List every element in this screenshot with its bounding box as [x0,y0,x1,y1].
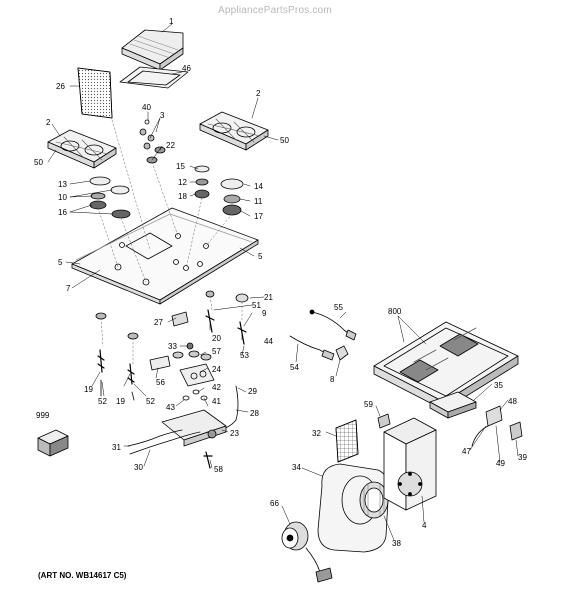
callout-22: 22 [166,141,175,150]
callout-66: 66 [270,499,279,508]
callout-800: 800 [388,307,402,316]
callout-999: 999 [36,411,50,420]
callout-30: 30 [134,463,143,472]
callout-4: 4 [422,521,427,530]
literature-box-part [37,429,69,457]
right-burner-part [194,165,244,216]
callout-23: 23 [230,429,239,438]
callout-55: 55 [334,303,343,312]
callout-50: 50 [34,158,43,167]
callout-13: 13 [58,180,67,189]
motor-part [281,521,333,583]
callout-2: 2 [256,89,261,98]
cooktop-panel-part [71,207,259,305]
callout-15: 15 [176,162,185,171]
callout-18: 18 [178,192,187,201]
duct-part [383,417,437,511]
callout-5: 5 [58,258,63,267]
callout-27: 27 [154,318,163,327]
callout-33: 33 [168,342,177,351]
callout-5: 5 [258,252,263,261]
callout-9: 9 [262,309,267,318]
callout-21: 21 [264,293,273,302]
callout-26: 26 [56,82,65,91]
art-number: (ART NO. WB14617 C5) [38,571,127,580]
callout-16: 16 [58,208,67,217]
callout-52: 52 [146,397,155,406]
callout-24: 24 [212,365,221,374]
callout-17: 17 [254,212,263,221]
callout-14: 14 [254,182,263,191]
callout-54: 54 [290,363,299,372]
callout-38: 38 [392,539,401,548]
top-cover-part [121,29,184,71]
left-burner-part [89,176,131,219]
callout-11: 11 [254,197,263,206]
callout-35: 35 [494,381,503,390]
gas-manifold-part [127,385,239,469]
callout-46: 46 [182,64,191,73]
callout-51: 51 [252,301,261,310]
callout-42: 42 [212,383,221,392]
callout-50: 50 [280,136,289,145]
callout-10: 10 [58,193,67,202]
left-grate-part [47,129,117,169]
callout-20: 20 [212,334,221,343]
callout-44: 44 [264,337,273,346]
callout-19: 19 [116,397,125,406]
callout-1: 1 [169,17,174,26]
callout-2: 2 [46,118,51,127]
relay-box-part [377,391,523,447]
callout-47: 47 [462,447,471,456]
callout-8: 8 [330,375,335,384]
callout-57: 57 [212,347,221,356]
watermark: AppliancePartsPros.com [218,5,332,16]
fittings-part [139,119,166,164]
callout-32: 32 [312,429,321,438]
igniter-wires-part [289,309,357,361]
callout-41: 41 [212,397,221,406]
callout-28: 28 [250,409,259,418]
callout-31: 31 [112,443,121,452]
callout-7: 7 [66,284,71,293]
callout-40: 40 [142,103,151,112]
callout-43: 43 [166,403,175,412]
callout-29: 29 [248,387,257,396]
callout-39: 39 [518,453,527,462]
callout-leaders [47,23,519,541]
tray-part [119,66,189,89]
callout-49: 49 [496,459,505,468]
callout-52: 52 [98,397,107,406]
right-grate-part [199,111,269,151]
callout-12: 12 [178,178,187,187]
filter-part [335,419,359,463]
screen-part [77,67,113,119]
leader-lines [97,119,243,367]
callout-48: 48 [508,397,517,406]
valve-mechanisms-part [95,290,249,401]
callout-numbers: 1 46 26 2 2 40 3 22 50 50 15 12 13 10 16… [34,17,527,548]
callout-3: 3 [160,111,165,120]
callout-34: 34 [292,463,301,472]
callout-19: 19 [84,385,93,394]
callout-53: 53 [240,351,249,360]
callout-56: 56 [156,378,165,387]
blower-wheel-part [359,481,389,519]
callout-58: 58 [214,465,223,474]
callout-59: 59 [364,400,373,409]
